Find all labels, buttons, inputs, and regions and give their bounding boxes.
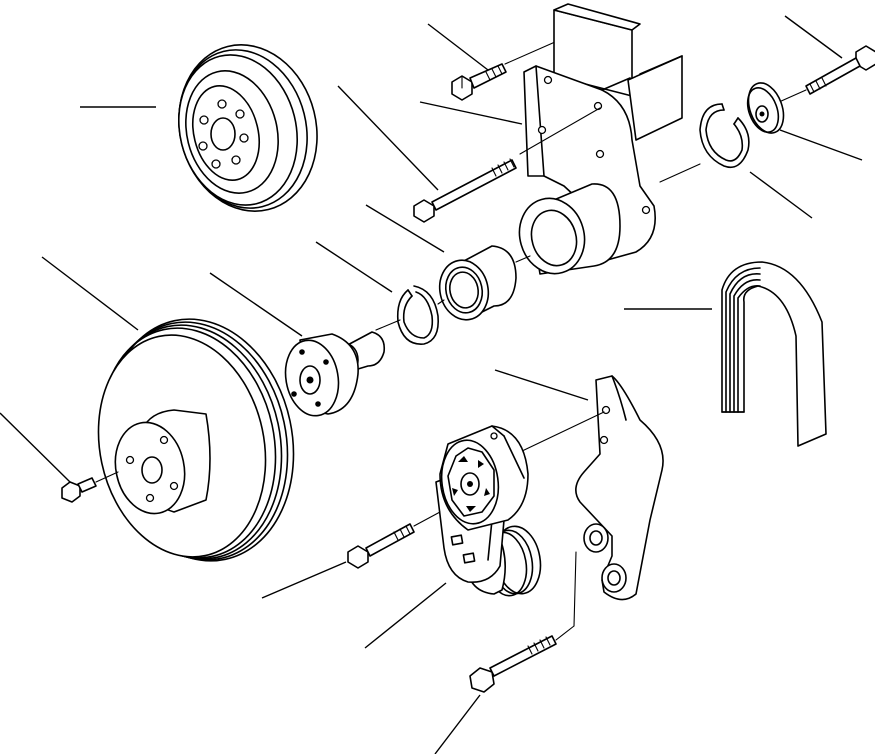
leader-snap-ring-inner: [315, 241, 393, 293]
leader-long-bolt: [337, 85, 439, 191]
crankshaft-pulley: [177, 44, 318, 212]
belt-tensioner: [435, 425, 542, 597]
tensioner-bolt: [347, 511, 441, 569]
leader-upper-bolt: [427, 23, 489, 71]
leader-bearing: [365, 204, 445, 253]
leader-bracket: [419, 101, 523, 125]
fan-bolt: [769, 45, 875, 107]
fan-pulley-bolt: [61, 471, 119, 503]
snap-ring-outer: [659, 103, 750, 183]
leader-hub-shaft: [209, 272, 303, 337]
bracket-bolt-lower: [469, 551, 577, 693]
axis-outer-ring: [659, 163, 701, 183]
bracket-long-bolt: [413, 107, 601, 223]
leader-fan-pulley: [41, 256, 139, 331]
leader-washer: [779, 129, 863, 161]
leader-lines: [0, 15, 863, 754]
axis-bracket: [519, 411, 605, 453]
axis-bearing: [515, 255, 531, 263]
bearing: [438, 245, 531, 321]
leader-snap-ring-outer: [749, 171, 813, 219]
leader-fan-pulley-bolt: [0, 412, 71, 483]
axis-long-bolt: [519, 107, 601, 155]
washer: [746, 82, 785, 134]
fan-bracket: [518, 3, 683, 275]
leader-tensioner: [364, 582, 447, 649]
tensioner-bracket: [519, 375, 664, 601]
axis-inner-ring: [375, 319, 401, 331]
leader-tensioner-bracket: [494, 369, 589, 401]
leader-lower-bolt: [434, 694, 481, 754]
axis-lower-bolt: [573, 551, 577, 627]
leader-tensioner-bolt: [261, 561, 347, 599]
leader-fan-bolt: [784, 15, 843, 59]
axis-pulley-bolt: [95, 471, 119, 483]
bracket-bolt-upper: [451, 41, 556, 101]
axis-upper-bolt: [504, 41, 556, 65]
axis-tensioner-bolt: [413, 511, 441, 527]
fan-pulley: [97, 318, 295, 562]
hub-shaft: [284, 331, 386, 417]
drive-belt: [721, 261, 827, 447]
snap-ring-inner: [375, 285, 445, 345]
